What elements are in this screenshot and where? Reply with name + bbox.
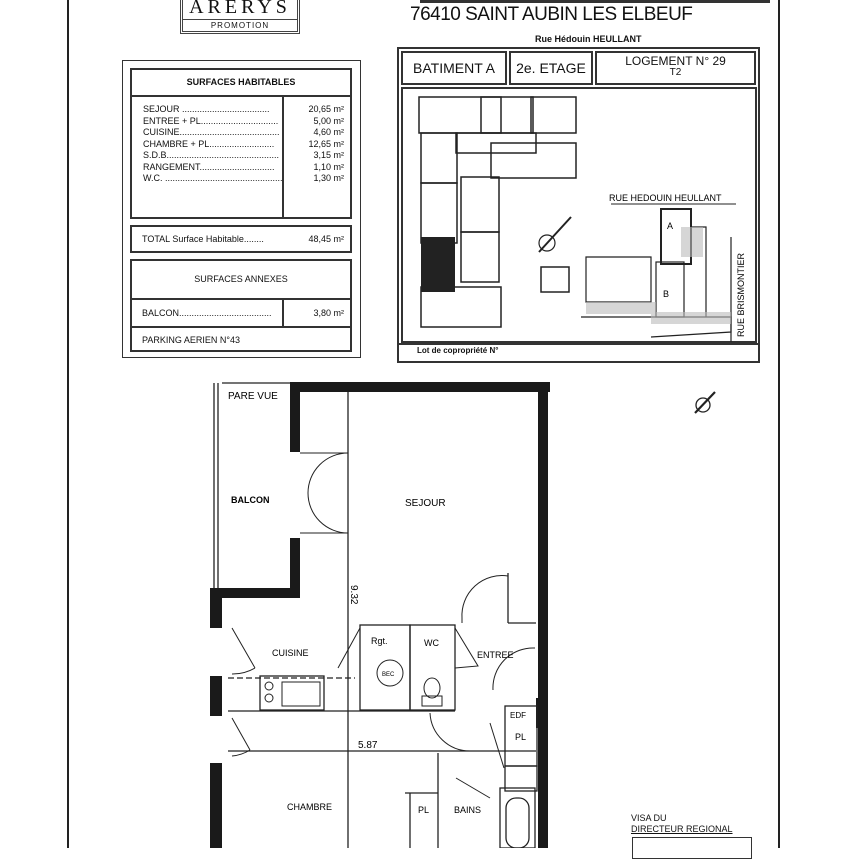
batiment-cell: BATIMENT A <box>401 51 507 85</box>
street-label: Rue Hédouin HEULLANT <box>535 34 642 44</box>
landscaping <box>586 227 731 324</box>
dimension-horizontal: 5.87 <box>358 740 378 751</box>
room-rgt: Rgt. <box>371 636 388 646</box>
room-bains: BAINS <box>454 805 481 815</box>
surfaces-values: 20,65 m² 5,00 m² 4,60 m² 12,65 m² 3,15 m… <box>284 97 350 219</box>
side-street-label: RUE BRISMONTIER <box>736 252 746 337</box>
parking-label: PARKING AERIEN N°43 <box>142 335 240 345</box>
title-cut-line <box>420 0 770 3</box>
room-pl-entree: PL <box>515 732 526 742</box>
surfaces-habitables-box: SURFACES HABITABLES SEJOUR .............… <box>130 68 352 219</box>
floor-plan: PARE VUE BALCON SEJOUR CUISINE Rgt. WC B… <box>210 382 550 848</box>
surface-label: CHAMBRE + PL.......................... <box>143 138 275 149</box>
logo-brand: ARERYS <box>183 0 297 20</box>
visa-line1: VISA DU <box>631 813 667 823</box>
street-label-top: RUE HEDOUIN HEULLANT <box>609 193 722 203</box>
surface-value: 4,60 m² <box>313 127 344 137</box>
total-box: TOTAL Surface Habitable........ 48,45 m² <box>130 225 352 253</box>
surface-value: 1,10 m² <box>313 161 344 172</box>
site-plan: RUE HEDOUIN HEULLANT A B RUE BRISMONTIER <box>401 87 757 343</box>
room-entree: ENTREE <box>477 650 514 660</box>
room-cuisine: CUISINE <box>272 648 309 658</box>
thick-walls <box>210 382 550 848</box>
surface-label: ENTREE + PL.............................… <box>143 115 279 126</box>
room-balcon: BALCON <box>231 495 270 505</box>
room-pl-chambre: PL <box>418 805 429 815</box>
logement-cell: LOGEMENT N° 29 T2 <box>595 51 756 85</box>
visa-signature-box[interactable] <box>632 837 752 859</box>
logement-label: LOGEMENT N° 29 <box>625 54 726 68</box>
total-label: TOTAL Surface Habitable........ <box>142 234 264 244</box>
page-border-left <box>67 0 69 848</box>
doors <box>231 452 536 799</box>
surfaces-annexes-box: SURFACES ANNEXES BALCON.................… <box>130 259 352 352</box>
visa-line2: DIRECTEUR REGIONAL <box>631 824 733 834</box>
surfaces-annexes-title: SURFACES ANNEXES <box>132 261 350 300</box>
etage-label: 2e. ETAGE <box>516 60 586 76</box>
room-sejour: SEJOUR <box>405 498 446 509</box>
room-chambre: CHAMBRE <box>287 802 332 812</box>
logo-sub: PROMOTION <box>210 21 270 30</box>
surfaces-habitables-title: SURFACES HABITABLES <box>132 70 350 97</box>
city-title: 76410 SAINT AUBIN LES ELBEUF <box>410 4 693 25</box>
logo: ARERYS PROMOTION <box>180 0 300 34</box>
surface-label: SEJOUR .................................… <box>143 104 270 114</box>
surfaces-labels: SEJOUR .................................… <box>132 97 284 219</box>
visa-block: VISA DU DIRECTEUR REGIONAL <box>631 813 733 835</box>
dimension-vertical: 9.32 <box>348 585 359 605</box>
room-wc: WC <box>424 638 439 648</box>
surface-label: RANGEMENT.............................. <box>143 161 275 172</box>
total-value: 48,45 m² <box>308 234 344 244</box>
surface-value: 12,65 m² <box>308 138 344 149</box>
neighbor-buildings <box>418 96 577 328</box>
thin-walls <box>213 382 538 848</box>
surface-value: 20,65 m² <box>308 104 344 114</box>
building-a-label: A <box>667 221 673 231</box>
compass-icon <box>538 216 572 253</box>
lot-panel <box>397 47 760 363</box>
edf-label: EDF <box>510 711 526 720</box>
surface-label: S.D.B...................................… <box>143 150 280 160</box>
building-b-label: B <box>663 289 669 299</box>
room-pare-vue: PARE VUE <box>228 391 278 402</box>
batiment-label: BATIMENT A <box>413 60 495 76</box>
surface-label: CUISINE.................................… <box>143 127 280 137</box>
highlighted-lot <box>421 237 455 292</box>
surface-value: 5,00 m² <box>313 115 344 126</box>
surface-value: 1,30 m² <box>313 173 344 183</box>
bec-label: BEC <box>382 672 395 678</box>
logement-type: T2 <box>669 67 682 78</box>
surfaces-panel <box>122 60 361 358</box>
surface-label: W.C. ...................................… <box>143 173 283 183</box>
balcon-label: BALCON..................................… <box>132 300 284 326</box>
page-border-right <box>778 0 780 848</box>
lot-row-line <box>399 343 758 345</box>
surface-value: 3,15 m² <box>313 150 344 160</box>
north-arrow-icon <box>694 391 716 414</box>
etage-cell: 2e. ETAGE <box>509 51 593 85</box>
lot-number-label: Lot de copropriété N° <box>417 346 499 355</box>
balcon-value: 3,80 m² <box>313 308 344 318</box>
